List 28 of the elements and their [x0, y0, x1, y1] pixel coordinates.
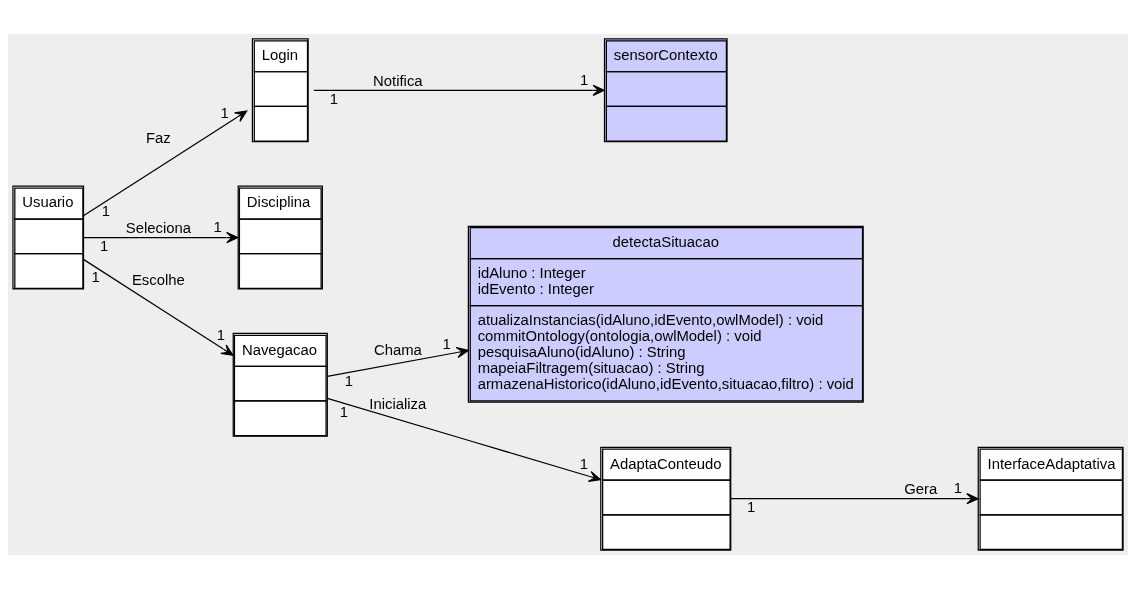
label: 1: [953, 480, 962, 497]
edge-label: Gera: [904, 481, 938, 498]
arrow: [313, 84, 605, 96]
edge-label: Inicializa: [369, 396, 427, 413]
arrow: [83, 259, 234, 356]
arrow: [83, 231, 239, 244]
edge-label: Faz: [146, 130, 171, 147]
label: 1: [442, 335, 451, 352]
label: 1: [579, 455, 588, 472]
label: 1: [344, 372, 354, 389]
edge-label: Notifica: [373, 73, 423, 90]
label: 1: [91, 269, 100, 286]
edge-label: Escolhe: [131, 272, 185, 289]
arrow: [730, 493, 979, 505]
label: 1: [329, 90, 339, 107]
label: 1: [339, 404, 349, 421]
label: 1: [220, 104, 229, 121]
edge-label: Chama: [373, 341, 422, 358]
edge-label: Seleciona: [125, 220, 191, 237]
arrow: [83, 110, 248, 217]
label: 1: [579, 71, 589, 88]
label: 1: [213, 218, 222, 235]
label: 1: [99, 237, 109, 254]
label: 1: [216, 327, 226, 344]
arrow: [326, 346, 469, 377]
label: 1: [747, 498, 756, 515]
arrow: [326, 397, 602, 482]
label: 1: [101, 203, 111, 220]
